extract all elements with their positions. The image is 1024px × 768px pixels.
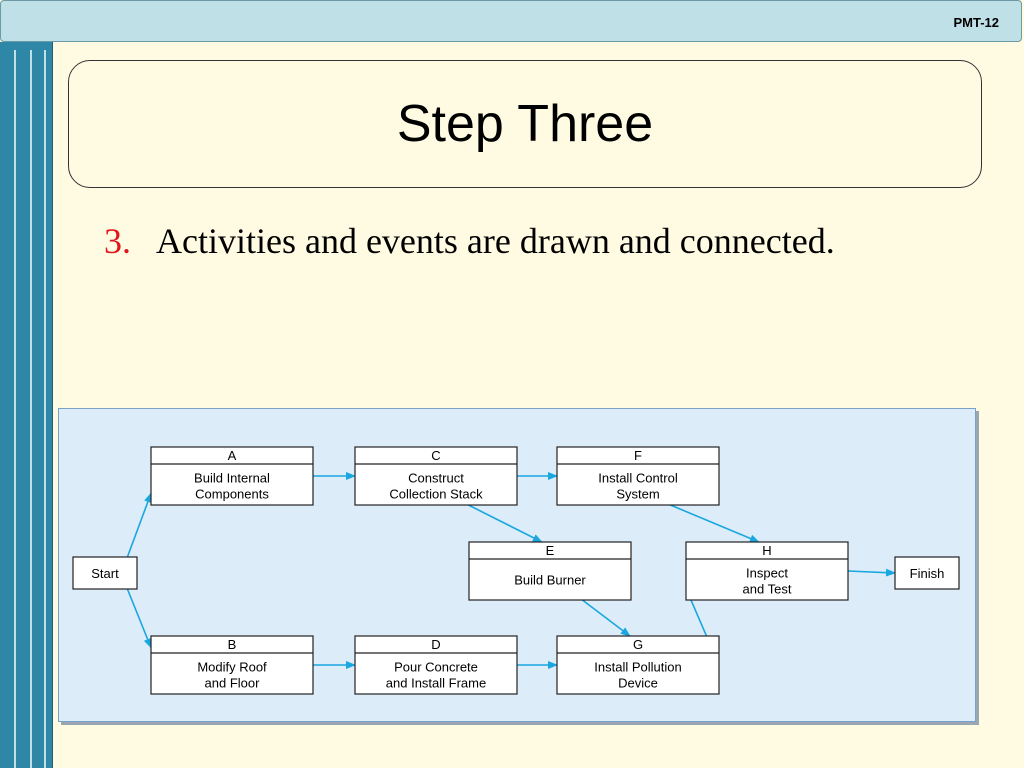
edge-H-Finish [847, 568, 896, 577]
left-bar-stripe [14, 50, 16, 768]
edge-F-H [670, 504, 760, 543]
start-node: Start [72, 556, 138, 590]
activity-label-line2: Collection Stack [389, 487, 483, 502]
activity-label-line1: Modify Roof [197, 660, 267, 675]
activity-id-e: E [546, 543, 555, 558]
finish-label: Finish [910, 566, 945, 581]
activity-label-line1: Pour Concrete [394, 660, 478, 675]
left-bar-stripe [30, 50, 32, 768]
activity-id-h: H [762, 543, 771, 558]
bullet-point: 3. Activities and events are drawn and c… [104, 214, 864, 268]
left-bar-stripe [44, 50, 46, 768]
title-box: Step Three [68, 60, 982, 188]
edge-Start-A [126, 492, 152, 558]
activity-id-g: G [633, 637, 643, 652]
activity-label-line1: Build Internal [194, 471, 270, 486]
activity-id-d: D [431, 637, 440, 652]
edge-C-E [468, 504, 543, 543]
top-bar: PMT-12 [0, 0, 1022, 42]
activity-label-line2: System [616, 487, 659, 502]
activity-label-line1: Build Burner [514, 573, 586, 588]
bullet-text: Activities and events are drawn and conn… [156, 221, 835, 261]
finish-node: Finish [894, 556, 960, 590]
activity-id-b: B [228, 637, 237, 652]
edge-E-G [581, 599, 631, 637]
activity-label-line2: Components [195, 487, 269, 502]
slide-title: Step Three [396, 95, 654, 153]
activity-id-f: F [634, 448, 642, 463]
bullet-number: 3. [104, 221, 131, 261]
activity-label-line2: and Floor [205, 676, 261, 691]
slide-number: PMT-12 [953, 15, 999, 30]
activity-label-line1: Install Control [598, 471, 678, 486]
activity-label-line2: Device [618, 676, 658, 691]
activity-label-line1: Inspect [746, 566, 788, 581]
activity-label-line2: and Test [743, 582, 792, 597]
activity-label-line1: Install Pollution [594, 660, 681, 675]
activity-label-line1: Construct [408, 471, 464, 486]
activity-node-e: E Build Burner [468, 541, 632, 601]
activity-id-c: C [431, 448, 440, 463]
start-label: Start [91, 566, 119, 581]
edge-Start-B [126, 588, 152, 649]
activity-id-a: A [228, 448, 237, 463]
left-decorative-bar [0, 42, 53, 768]
activity-label-line2: and Install Frame [386, 676, 486, 691]
